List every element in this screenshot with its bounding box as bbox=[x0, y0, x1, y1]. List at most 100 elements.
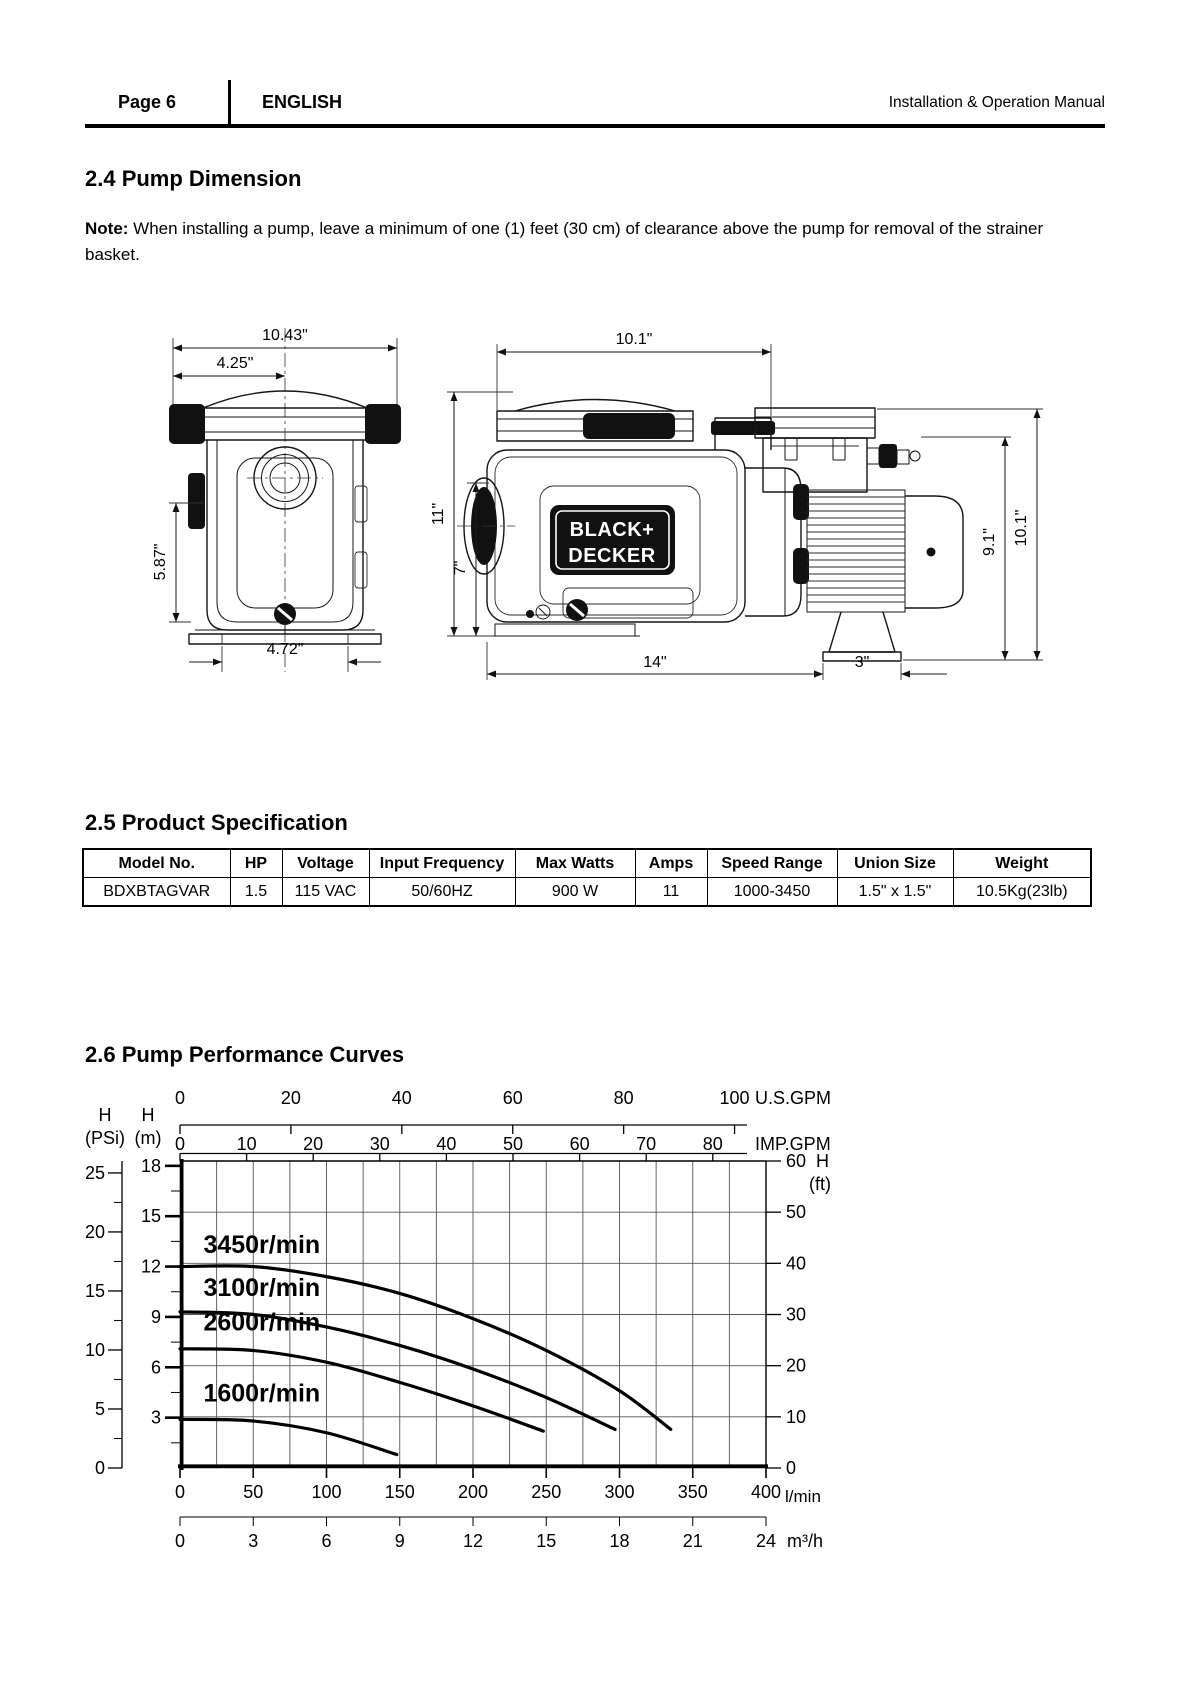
axis-lmin-label: l/min bbox=[785, 1487, 821, 1506]
svg-text:50: 50 bbox=[503, 1134, 523, 1154]
val-model: BDXBTAGVAR bbox=[82, 877, 231, 907]
svg-text:0: 0 bbox=[175, 1482, 185, 1502]
svg-text:50: 50 bbox=[243, 1482, 263, 1502]
dim-front-body-height: 5.87" bbox=[152, 544, 169, 581]
curve-label-2600r/min: 2600r/min bbox=[203, 1308, 320, 1336]
svg-text:(PSi): (PSi) bbox=[85, 1128, 125, 1148]
svg-text:100: 100 bbox=[720, 1088, 750, 1108]
dim-side-foot-length: 3" bbox=[855, 654, 870, 671]
svg-text:40: 40 bbox=[436, 1134, 456, 1154]
col-watts: Max Watts bbox=[514, 848, 636, 878]
svg-text:9: 9 bbox=[151, 1307, 161, 1327]
logo-line1: BLACK+ bbox=[570, 519, 655, 541]
curve-2600r/min bbox=[178, 1347, 545, 1433]
svg-text:6: 6 bbox=[151, 1357, 161, 1377]
svg-text:(ft): (ft) bbox=[809, 1174, 831, 1194]
svg-text:350: 350 bbox=[678, 1482, 708, 1502]
heading-product-spec: 2.5 Product Specification bbox=[85, 810, 348, 835]
val-speed: 1000-3450 bbox=[706, 877, 838, 907]
svg-text:15: 15 bbox=[536, 1531, 556, 1551]
svg-text:60: 60 bbox=[570, 1134, 590, 1154]
svg-text:3: 3 bbox=[151, 1408, 161, 1428]
val-frequency: 50/60HZ bbox=[368, 877, 516, 907]
svg-text:12: 12 bbox=[463, 1531, 483, 1551]
spec-header-row: Model No. HP Voltage Input Frequency Max… bbox=[82, 848, 1092, 878]
pump-dimension-diagrams: 10.43" 4.25" 5 bbox=[152, 327, 1043, 680]
svg-text:20: 20 bbox=[85, 1222, 105, 1242]
col-weight: Weight bbox=[952, 848, 1092, 878]
val-union: 1.5" x 1.5" bbox=[836, 877, 954, 907]
dim-side-total-height: 11" bbox=[430, 503, 447, 525]
svg-text:40: 40 bbox=[392, 1088, 412, 1108]
pump-dimension-note: Note: When installing a pump, leave a mi… bbox=[85, 216, 1045, 268]
val-hp: 1.5 bbox=[229, 877, 283, 907]
svg-text:300: 300 bbox=[604, 1482, 634, 1502]
pump-side-view: 10.1" BLACK+ DECKER bbox=[430, 331, 1043, 680]
dim-side-port-height: 7" bbox=[452, 561, 469, 576]
dim-side-top-width: 10.1" bbox=[616, 331, 653, 348]
dim-front-base-width: 4.72" bbox=[267, 641, 304, 658]
spec-data-row: BDXBTAGVAR 1.5 115 VAC 50/60HZ 900 W 11 … bbox=[82, 877, 1092, 907]
svg-text:25: 25 bbox=[85, 1163, 105, 1183]
svg-text:20: 20 bbox=[303, 1134, 323, 1154]
svg-text:60: 60 bbox=[503, 1088, 523, 1108]
svg-text:0: 0 bbox=[175, 1531, 185, 1551]
dim-side-motor-height: 9.1" bbox=[981, 528, 998, 556]
curve-label-3450r/min: 3450r/min bbox=[203, 1231, 320, 1259]
page-number: Page 6 bbox=[118, 92, 177, 112]
svg-text:60: 60 bbox=[786, 1151, 806, 1171]
svg-text:150: 150 bbox=[385, 1482, 415, 1502]
svg-text:30: 30 bbox=[786, 1305, 806, 1325]
svg-text:250: 250 bbox=[531, 1482, 561, 1502]
svg-text:30: 30 bbox=[370, 1134, 390, 1154]
svg-text:15: 15 bbox=[141, 1206, 161, 1226]
svg-text:3: 3 bbox=[248, 1531, 258, 1551]
axis-m-label: H bbox=[142, 1105, 155, 1125]
axis-m3h-label: m³/h bbox=[787, 1531, 823, 1551]
col-hp: HP bbox=[229, 848, 283, 878]
col-union: Union Size bbox=[836, 848, 954, 878]
curve-1600r/min bbox=[178, 1417, 399, 1457]
curve-3450r/min bbox=[178, 1264, 673, 1431]
svg-text:12: 12 bbox=[141, 1257, 161, 1277]
svg-text:40: 40 bbox=[786, 1253, 806, 1273]
svg-text:0: 0 bbox=[786, 1458, 796, 1478]
svg-text:20: 20 bbox=[786, 1356, 806, 1376]
svg-text:80: 80 bbox=[614, 1088, 634, 1108]
col-speed: Speed Range bbox=[706, 848, 838, 878]
svg-text:18: 18 bbox=[609, 1531, 629, 1551]
axis-psi-label: H bbox=[99, 1105, 112, 1125]
axis-usgpm-label: U.S.GPM bbox=[755, 1088, 831, 1108]
svg-text:0: 0 bbox=[175, 1088, 185, 1108]
logo-line2: DECKER bbox=[568, 545, 656, 567]
svg-text:80: 80 bbox=[703, 1134, 723, 1154]
curve-label-1600r/min: 1600r/min bbox=[203, 1380, 320, 1408]
svg-text:0: 0 bbox=[175, 1134, 185, 1154]
col-model: Model No. bbox=[82, 848, 231, 878]
svg-text:15: 15 bbox=[85, 1281, 105, 1301]
dim-side-motor-total-height: 10.1" bbox=[1013, 510, 1030, 547]
val-amps: 11 bbox=[634, 877, 708, 907]
svg-text:6: 6 bbox=[321, 1531, 331, 1551]
svg-text:(m): (m) bbox=[135, 1128, 162, 1148]
curve-3100r/min bbox=[178, 1310, 617, 1431]
note-text: When installing a pump, leave a minimum … bbox=[85, 219, 1044, 264]
header-language: ENGLISH bbox=[262, 92, 343, 112]
curve-label-3100r/min: 3100r/min bbox=[203, 1274, 320, 1302]
svg-text:400: 400 bbox=[751, 1482, 781, 1502]
header-manual-title: Installation & Operation Manual bbox=[888, 94, 1105, 111]
val-voltage: 115 VAC bbox=[281, 877, 370, 907]
svg-text:20: 20 bbox=[281, 1088, 301, 1108]
svg-text:10: 10 bbox=[786, 1407, 806, 1427]
axis-impgpm-label: IMP.GPM bbox=[755, 1134, 831, 1154]
svg-text:0: 0 bbox=[95, 1458, 105, 1478]
svg-text:21: 21 bbox=[683, 1531, 703, 1551]
header-divider bbox=[228, 80, 231, 124]
svg-text:18: 18 bbox=[141, 1156, 161, 1176]
col-frequency: Input Frequency bbox=[368, 848, 516, 878]
col-voltage: Voltage bbox=[281, 848, 370, 878]
svg-text:200: 200 bbox=[458, 1482, 488, 1502]
svg-text:70: 70 bbox=[636, 1134, 656, 1154]
axis-ft-label: H bbox=[816, 1151, 829, 1171]
